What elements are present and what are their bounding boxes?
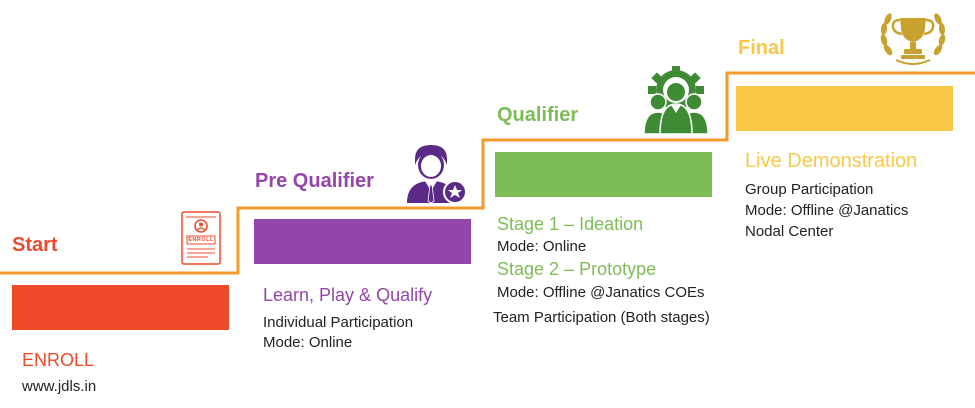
stage-qualifier-stage1-mode: Mode: Online — [497, 238, 587, 255]
stage-website-start[interactable]: www.jdls.in — [22, 378, 97, 395]
team-gear-icon — [640, 66, 712, 136]
stage-title-qualifier: Qualifier — [497, 104, 579, 126]
stage-title-start: Start — [12, 234, 58, 256]
stage-subtitle-prequalifier: Learn, Play & Qualify — [263, 285, 433, 305]
stage-qualifier-team: Team Participation (Both stages) — [493, 309, 710, 326]
stage-bar-start — [12, 285, 229, 330]
stage-subtitle-start: ENROLL — [22, 350, 95, 370]
stage-line-prequalifier-1: Individual Participation — [263, 314, 414, 331]
trophy-laurel-icon — [878, 6, 948, 68]
stage-bar-final — [736, 86, 953, 131]
stage-bar-qualifier — [495, 152, 712, 197]
stage-line-final-1: Group Participation — [745, 181, 874, 198]
stage-qualifier-stage2: Stage 2 – Prototype — [497, 259, 657, 279]
stage-line-final-3: Nodal Center — [745, 223, 834, 240]
stage-title-final: Final — [738, 37, 785, 59]
stage-qualifier-stage2-mode: Mode: Offline @Janatics COEs — [497, 284, 705, 301]
stage-subtitle-final: Live Demonstration — [745, 150, 918, 172]
stage-line-final-2: Mode: Offline @Janatics — [745, 202, 909, 219]
enroll-form-icon: ENROLL — [180, 210, 222, 266]
person-star-icon — [405, 145, 469, 205]
stage-line-prequalifier-2: Mode: Online — [263, 334, 353, 351]
stage-qualifier-stage1: Stage 1 – Ideation — [497, 214, 644, 234]
enroll-icon-label: ENROLL — [188, 237, 214, 243]
stage-bar-prequalifier — [254, 219, 471, 264]
stage-title-prequalifier: Pre Qualifier — [255, 170, 374, 192]
